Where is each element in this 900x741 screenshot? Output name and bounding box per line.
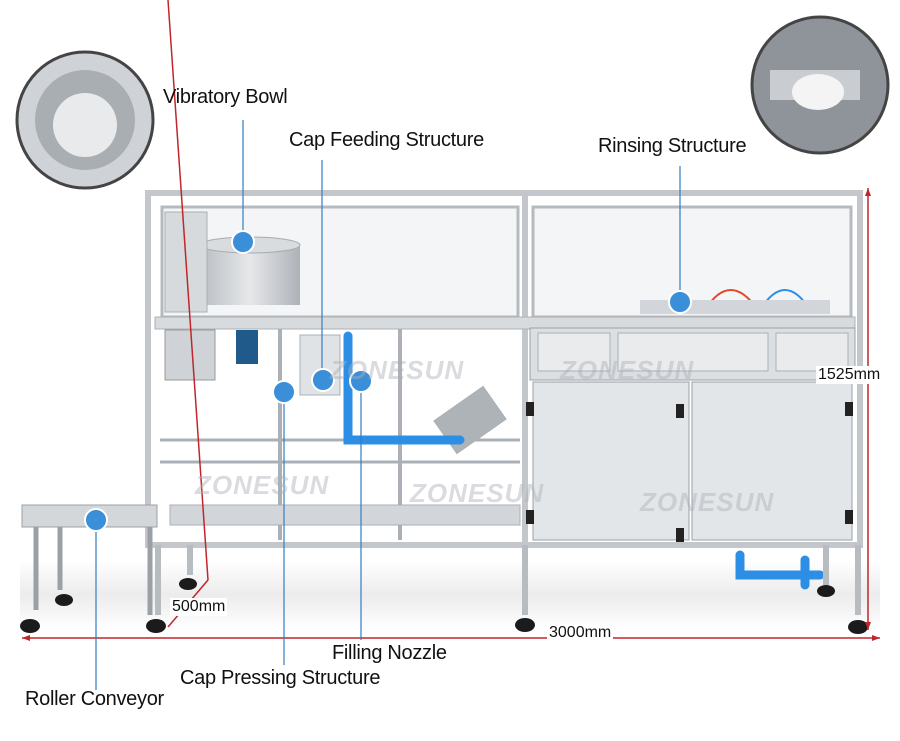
length-dimension: 3000mm xyxy=(547,624,614,642)
watermark: ZONESUN xyxy=(410,478,545,508)
rinsing-dot xyxy=(668,290,692,314)
label-cap-feeding-structure: Cap Feeding Structure xyxy=(289,129,484,151)
filling-nozzle-dot xyxy=(349,369,373,393)
width-dimension: 500mm xyxy=(170,598,228,616)
callout-dots xyxy=(84,230,692,532)
watermark: ZONESUN xyxy=(195,470,330,500)
cap-pressing-dot xyxy=(272,380,296,404)
label-rinsing-structure: Rinsing Structure xyxy=(598,135,747,157)
machine-legs xyxy=(155,545,861,615)
label-roller-conveyor: Roller Conveyor xyxy=(25,688,164,710)
label-cap-pressing-structure: Cap Pressing Structure xyxy=(180,667,381,689)
dimension-lines xyxy=(22,0,880,641)
label-filling-nozzle: Filling Nozzle xyxy=(332,642,447,664)
watermark: ZONESUN xyxy=(330,355,465,385)
vibratory-bowl-inset xyxy=(15,50,155,190)
leveling-feet xyxy=(20,578,868,634)
height-dimension: 1525mm xyxy=(816,366,883,384)
roller-conveyor-dot xyxy=(84,508,108,532)
watermark: ZONESUN xyxy=(560,355,695,385)
vibratory-bowl-dot xyxy=(231,230,255,254)
cabinet xyxy=(526,289,856,542)
label-vibratory-bowl: Vibratory Bowl xyxy=(163,86,288,108)
water-pipes xyxy=(343,331,825,590)
callout-lines xyxy=(95,120,681,690)
watermark: ZONESUN xyxy=(640,487,775,517)
cap-feeding-dot xyxy=(311,368,335,392)
rinsing-structure-inset xyxy=(750,15,890,155)
